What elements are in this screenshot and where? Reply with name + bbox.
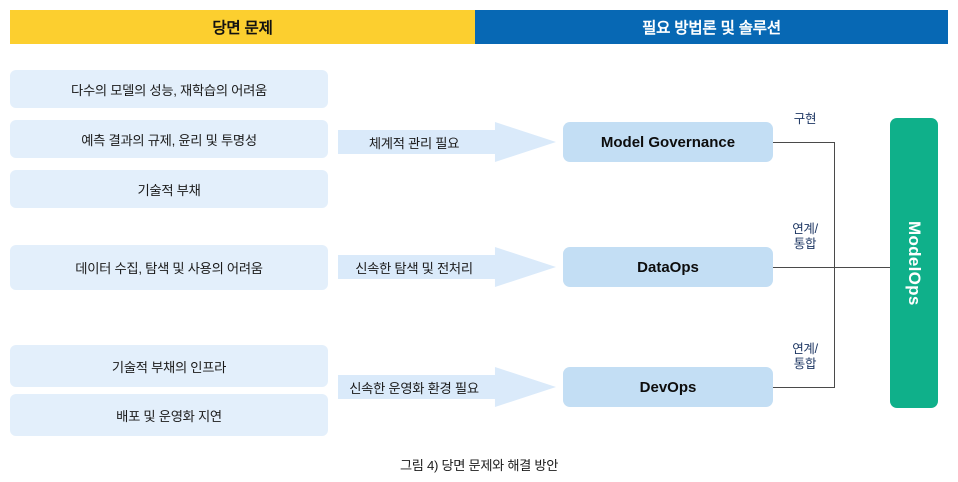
connector-line-devops — [773, 387, 835, 388]
modelops-label: ModelOps — [905, 220, 924, 306]
figure-caption: 그림 4) 당면 문제와 해결 방안 — [399, 458, 559, 473]
solution-box-label: DataOps — [637, 258, 699, 276]
connector-line-modelops — [834, 267, 892, 268]
connector-line-dataops — [773, 267, 835, 268]
transition-arrow-label: 신속한 탐색 및 전처리 — [355, 260, 473, 276]
problem-box: 기술적 부채 — [10, 170, 328, 208]
solution-box: Model Governance — [563, 122, 773, 162]
problem-box: 예측 결과의 규제, 윤리 및 투명성 — [10, 120, 328, 158]
problem-box: 기술적 부채의 인프라 — [10, 345, 328, 387]
modelops-box: ModelOps — [890, 118, 938, 408]
header-solutions-label: 필요 방법론 및 솔루션 — [642, 20, 781, 37]
connector-line-governance — [773, 142, 835, 143]
transition-arrow-label: 체계적 관리 필요 — [368, 135, 460, 151]
problem-box-label: 배포 및 운영화 지연 — [116, 408, 222, 424]
header-problems: 당면 문제 — [10, 10, 475, 44]
connector-label-integration-lower: 연계/ 통합 — [792, 342, 818, 371]
connector-label-integration-upper: 연계/ 통합 — [792, 222, 818, 251]
transition-arrow: 신속한 운영화 환경 필요 — [338, 367, 556, 407]
header-problems-label: 당면 문제 — [212, 20, 273, 37]
problem-box-label: 데이터 수집, 탐색 및 사용의 어려움 — [75, 261, 263, 276]
connector-label-implementation: 구현 — [793, 112, 817, 126]
header-solutions: 필요 방법론 및 솔루션 — [475, 10, 948, 44]
transition-arrow: 체계적 관리 필요 — [338, 122, 556, 162]
problem-box: 데이터 수집, 탐색 및 사용의 어려움 — [10, 245, 328, 290]
transition-arrow: 신속한 탐색 및 전처리 — [338, 247, 556, 287]
connector-bus-vertical — [834, 142, 835, 388]
solution-box: DataOps — [563, 247, 773, 287]
transition-arrow-label: 신속한 운영화 환경 필요 — [349, 380, 479, 396]
problem-box-label: 예측 결과의 규제, 윤리 및 투명성 — [81, 132, 257, 148]
problem-box: 다수의 모델의 성능, 재학습의 어려움 — [10, 70, 328, 108]
solution-box-label: Model Governance — [600, 133, 736, 151]
problem-box-label: 기술적 부채 — [137, 182, 201, 198]
problem-box: 배포 및 운영화 지연 — [10, 394, 328, 436]
problem-box-label: 다수의 모델의 성능, 재학습의 어려움 — [71, 82, 267, 98]
solution-box-label: DevOps — [639, 378, 697, 396]
solution-box: DevOps — [563, 367, 773, 407]
problem-box-label: 기술적 부채의 인프라 — [111, 359, 227, 375]
